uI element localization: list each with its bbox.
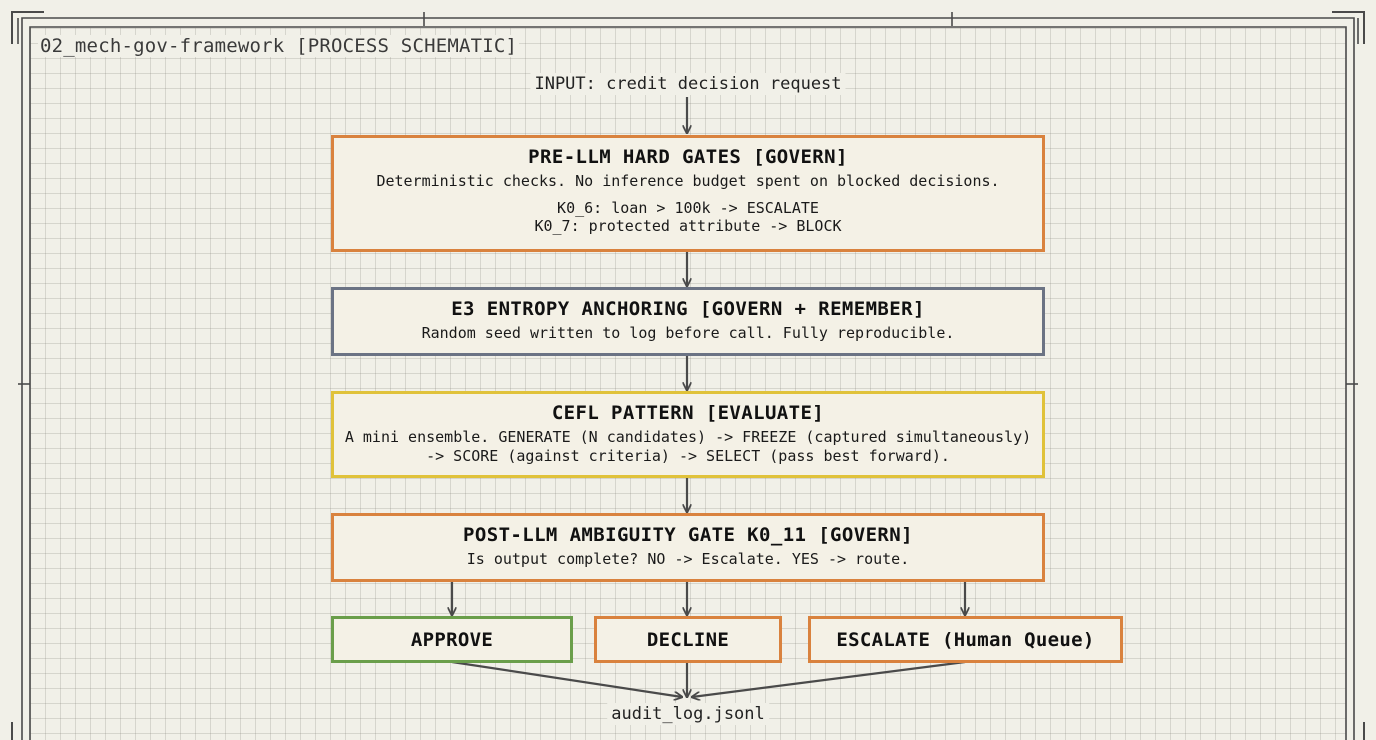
step-title: PRE-LLM HARD GATES [GOVERN]: [528, 146, 848, 168]
rule-item: K0_6: loan > 100k -> ESCALATE: [557, 199, 819, 217]
entropy-anchoring-box: E3 ENTROPY ANCHORING [GOVERN + REMEMBER]…: [331, 287, 1045, 356]
decline-box: DECLINE: [594, 616, 782, 663]
step-description: Random seed written to log before call. …: [421, 324, 955, 342]
pre-llm-hard-gates-box: PRE-LLM HARD GATES [GOVERN] Deterministi…: [331, 135, 1045, 252]
arrow-approve-to-log: [451, 660, 682, 697]
input-label: INPUT: credit decision request: [530, 73, 846, 95]
step-description: A mini ensemble. GENERATE (N candidates)…: [334, 428, 1042, 466]
approve-box: APPROVE: [331, 616, 573, 663]
flow-arrows: [452, 97, 965, 697]
escalate-box: ESCALATE (Human Queue): [808, 616, 1123, 663]
step-title: POST-LLM AMBIGUITY GATE K0_11 [GOVERN]: [463, 524, 913, 546]
step-description: Deterministic checks. No inference budge…: [376, 172, 1000, 190]
post-llm-ambiguity-gate-box: POST-LLM AMBIGUITY GATE K0_11 [GOVERN] I…: [331, 513, 1045, 582]
step-description: Is output complete? NO -> Escalate. YES …: [466, 550, 910, 568]
description-line: -> SCORE (against criteria) -> SELECT (p…: [426, 447, 950, 465]
description-line: A mini ensemble. GENERATE (N candidates)…: [344, 428, 1032, 446]
step-title: E3 ENTROPY ANCHORING [GOVERN + REMEMBER]: [451, 298, 925, 320]
rule-item: K0_7: protected attribute -> BLOCK: [534, 217, 842, 235]
arrow-escalate-to-log: [692, 660, 966, 697]
frame-title: 02_mech-gov-framework [PROCESS SCHEMATIC…: [38, 35, 520, 57]
outer-frame: [11, 11, 1365, 740]
rule-list: K0_6: loan > 100k -> ESCALATE K0_7: prot…: [334, 199, 1042, 235]
audit-log-label: audit_log.jsonl: [607, 703, 769, 725]
step-title: CEFL PATTERN [EVALUATE]: [551, 402, 825, 424]
cefl-pattern-box: CEFL PATTERN [EVALUATE] A mini ensemble.…: [331, 391, 1045, 478]
